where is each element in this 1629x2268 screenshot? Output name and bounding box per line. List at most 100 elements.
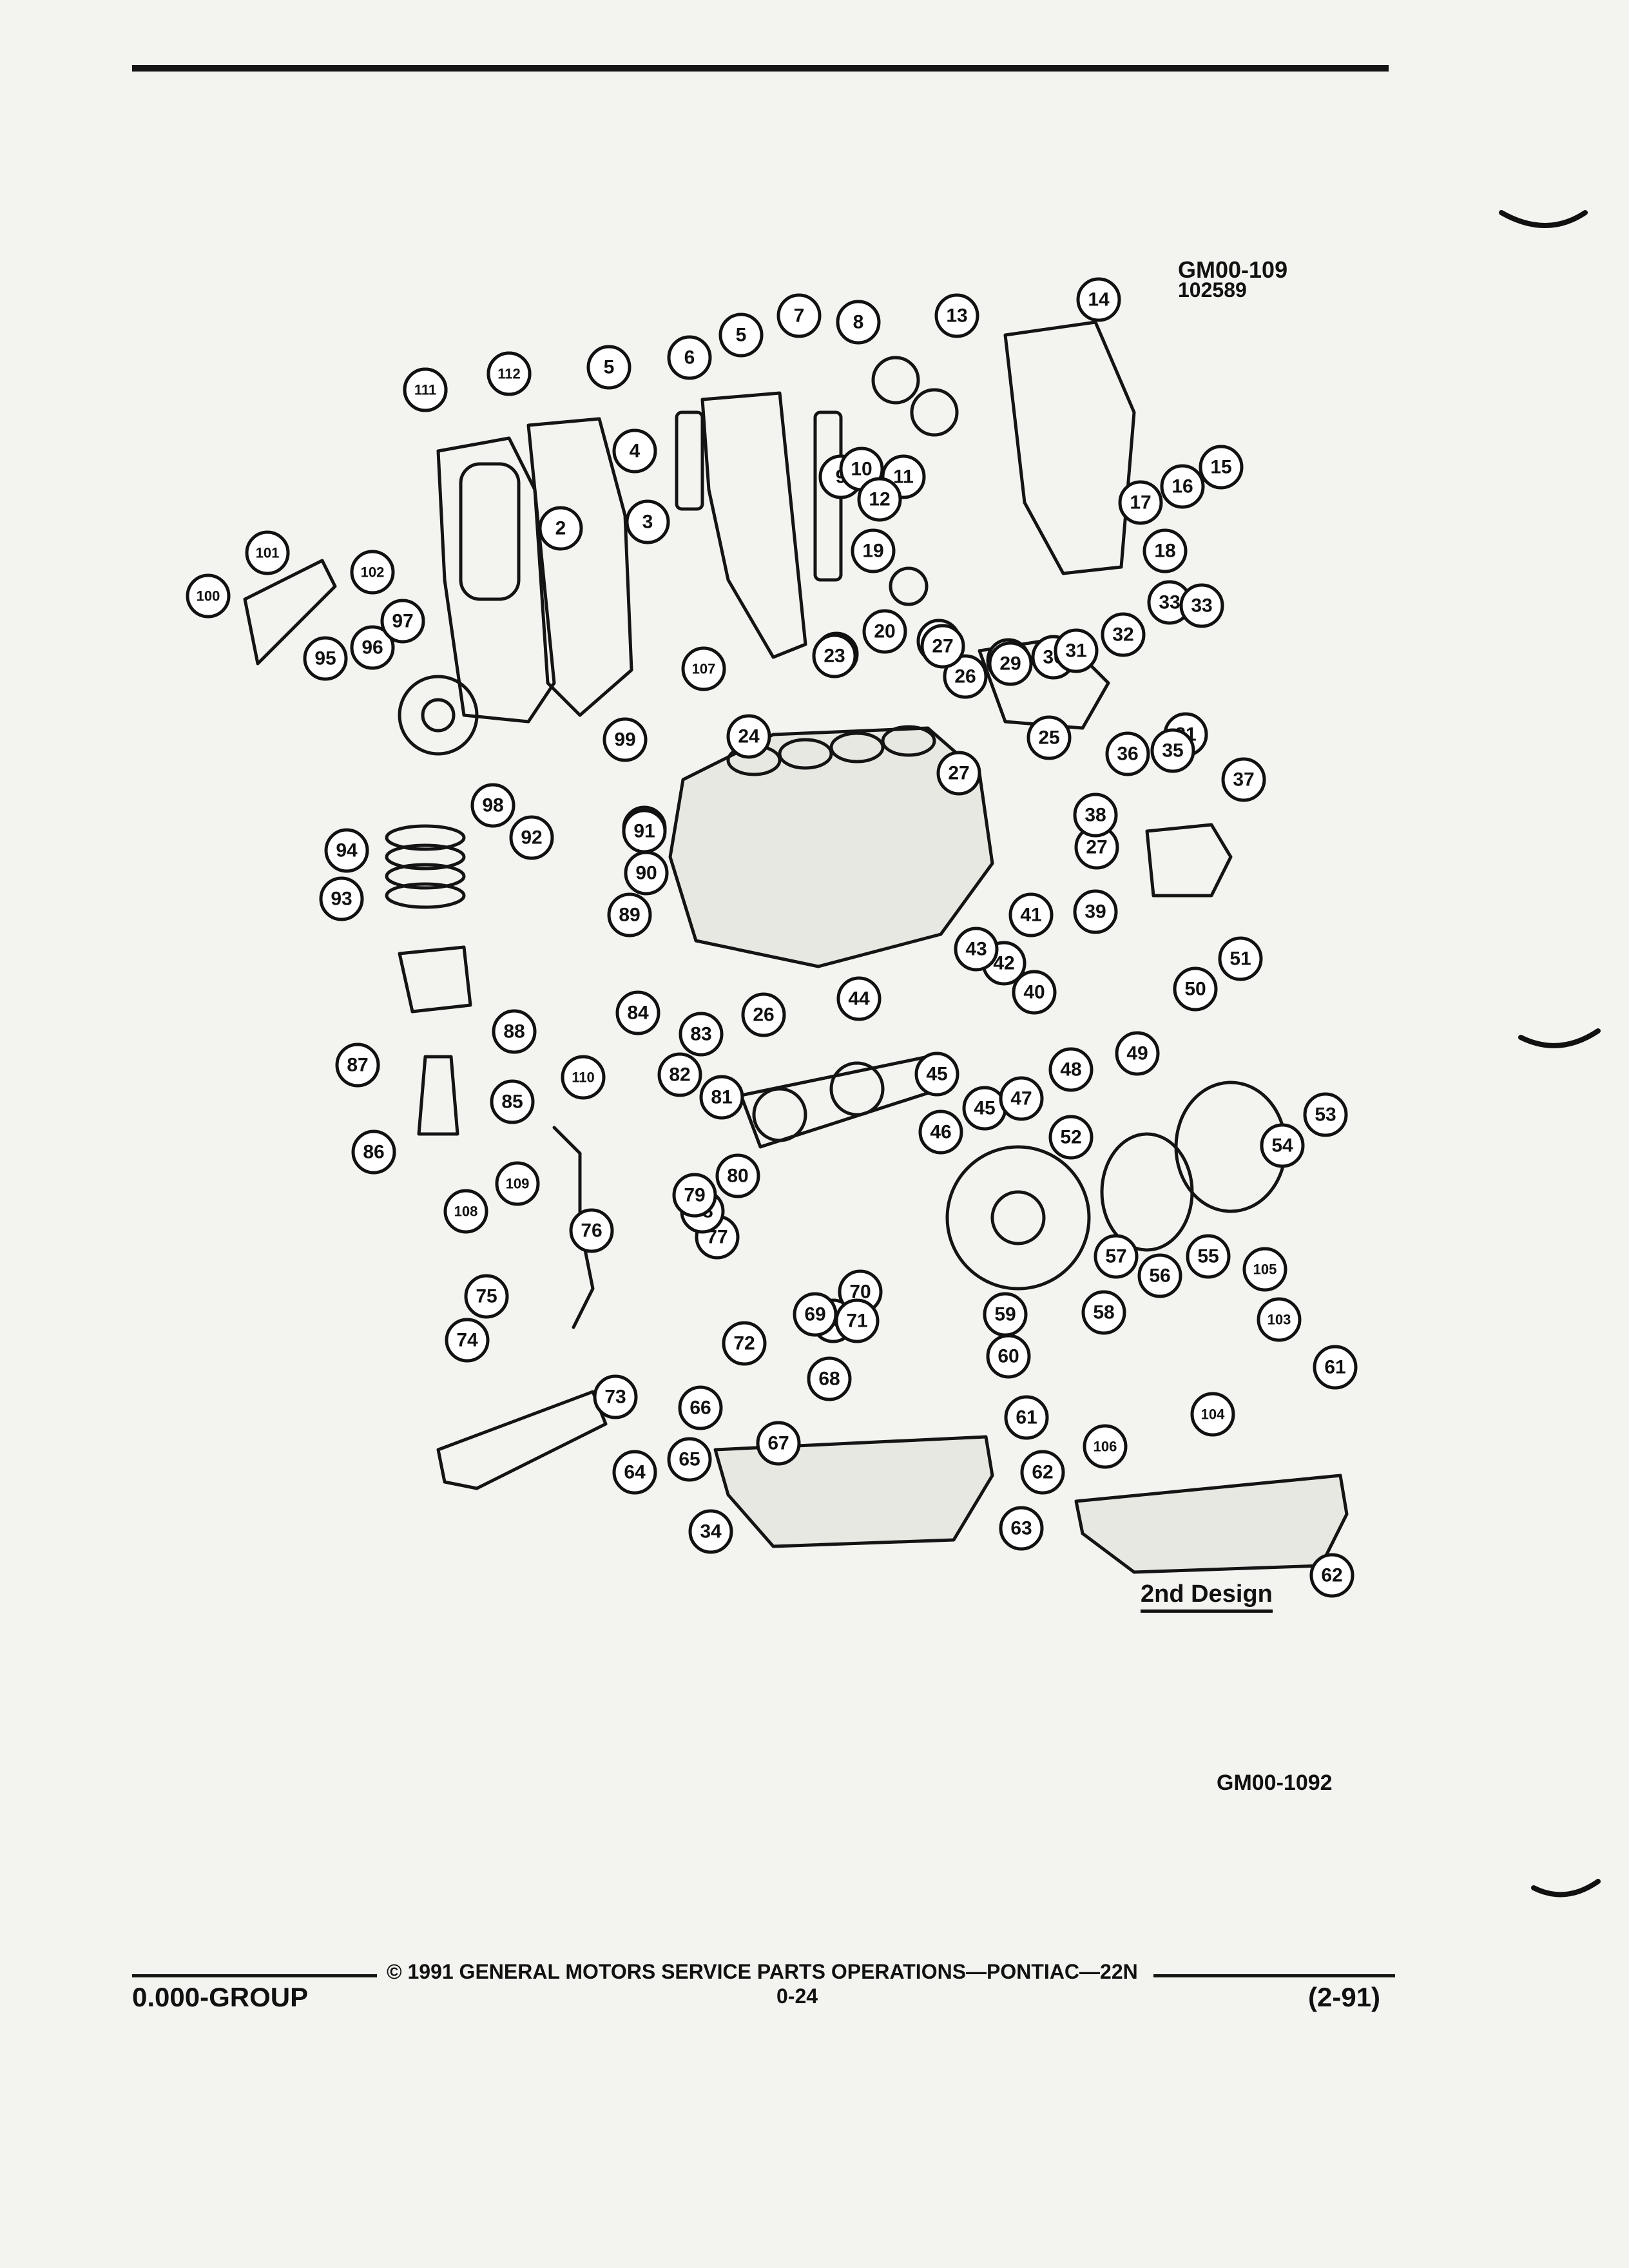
callout-label: 45	[926, 1064, 947, 1085]
callout-58: 58	[1081, 1290, 1126, 1335]
callout-61: 61	[1313, 1345, 1358, 1390]
callout-label: 91	[633, 821, 655, 842]
callout-79: 79	[672, 1173, 717, 1218]
callout-label: 61	[1324, 1357, 1345, 1378]
callout-label: 60	[998, 1346, 1019, 1367]
callout-108: 108	[443, 1189, 488, 1234]
callout-86: 86	[351, 1129, 396, 1175]
callout-73: 73	[593, 1374, 638, 1419]
callout-24: 24	[726, 714, 771, 759]
callout-label: 2	[555, 518, 566, 539]
callout-75: 75	[464, 1274, 509, 1319]
piston-ring-4	[385, 882, 466, 909]
callout-39: 39	[1073, 889, 1118, 934]
footer-revision: (2-91)	[1308, 1982, 1381, 2012]
callout-29: 29	[988, 641, 1033, 686]
callout-20: 20	[862, 609, 907, 654]
callout-label: 50	[1184, 979, 1206, 1000]
callout-46: 46	[918, 1110, 963, 1155]
callout-label: 111	[414, 382, 436, 398]
callout-label: 53	[1315, 1104, 1336, 1126]
callout-15: 15	[1199, 445, 1244, 490]
figure-date: 102589	[1178, 278, 1247, 302]
callout-99: 99	[602, 717, 648, 762]
callout-105: 105	[1242, 1247, 1287, 1292]
callout-90: 90	[624, 850, 669, 896]
callout-103: 103	[1257, 1297, 1302, 1342]
callout-34: 34	[688, 1509, 733, 1554]
callout-label: 84	[627, 1003, 649, 1024]
callout-47: 47	[999, 1076, 1044, 1121]
callout-36: 36	[1105, 731, 1150, 776]
callout-label: 107	[692, 661, 716, 677]
callout-80: 80	[715, 1153, 760, 1198]
callout-37: 37	[1221, 757, 1266, 802]
callout-label: 34	[700, 1521, 722, 1542]
callout-25: 25	[1027, 715, 1072, 760]
flywheel-hub	[990, 1190, 1046, 1245]
callout-74: 74	[445, 1318, 490, 1363]
clutch-disc	[1100, 1132, 1194, 1252]
callout-label: 5	[736, 325, 747, 346]
oil-baffle	[436, 1390, 608, 1490]
callout-16: 16	[1160, 464, 1205, 509]
callout-label: 110	[572, 1070, 595, 1086]
callout-label: 65	[679, 1449, 700, 1470]
callout-23: 23	[812, 633, 857, 678]
callout-104: 104	[1190, 1392, 1235, 1437]
callout-18: 18	[1142, 528, 1188, 573]
callout-label: 3	[642, 512, 653, 533]
callout-label: 104	[1201, 1407, 1225, 1423]
callout-label: 102	[361, 564, 385, 581]
callout-label: 19	[862, 541, 883, 562]
callout-12: 12	[857, 477, 902, 522]
callout-label: 62	[1032, 1462, 1053, 1483]
callout-label: 85	[501, 1091, 523, 1113]
connecting-rod	[417, 1055, 459, 1136]
cylinder-bore-4	[881, 725, 936, 757]
callout-label: 31	[1065, 640, 1086, 662]
callout-67: 67	[756, 1421, 801, 1466]
chain-guide	[675, 410, 704, 511]
callout-label: 86	[363, 1142, 384, 1163]
callout-45: 45	[962, 1086, 1007, 1131]
oil-pan-2nd-design	[1074, 1474, 1349, 1574]
callout-6: 6	[667, 335, 712, 380]
callout-label: 36	[1117, 744, 1138, 765]
callout-label: 20	[874, 621, 895, 642]
callout-31: 31	[1054, 628, 1099, 673]
callout-60: 60	[986, 1334, 1031, 1379]
callout-66: 66	[678, 1385, 723, 1430]
callout-label: 26	[954, 666, 976, 687]
part-callouts: 1223455678910111213141516171819202122222…	[186, 277, 1358, 1598]
callout-83: 83	[679, 1012, 724, 1057]
callout-33: 33	[1179, 583, 1224, 628]
callout-59: 59	[983, 1292, 1028, 1337]
callout-label: 105	[1253, 1262, 1277, 1278]
callout-label: 82	[669, 1064, 690, 1086]
crank-counterweight-1	[752, 1087, 807, 1142]
callout-19: 19	[851, 528, 896, 573]
callout-97: 97	[380, 599, 425, 644]
callout-33: 33	[1147, 580, 1192, 625]
oil-pan	[713, 1435, 994, 1548]
callout-label: 87	[347, 1055, 368, 1076]
timing-chain	[700, 391, 807, 659]
callout-17: 17	[1118, 480, 1163, 525]
callout-54: 54	[1260, 1123, 1305, 1168]
callout-94: 94	[324, 828, 369, 873]
callout-label: 38	[1084, 805, 1106, 826]
callout-label: 26	[753, 1004, 774, 1026]
callout-label: 71	[846, 1311, 867, 1332]
callout-label: 13	[946, 305, 967, 327]
callout-4: 4	[612, 428, 657, 474]
callout-7: 7	[776, 293, 822, 338]
callout-69: 69	[793, 1292, 838, 1337]
callout-35: 35	[1150, 728, 1195, 773]
callout-65: 65	[667, 1437, 712, 1482]
callout-82: 82	[657, 1052, 702, 1097]
callout-label: 89	[619, 905, 640, 926]
callout-100: 100	[186, 573, 231, 619]
callout-label: 24	[738, 726, 760, 747]
